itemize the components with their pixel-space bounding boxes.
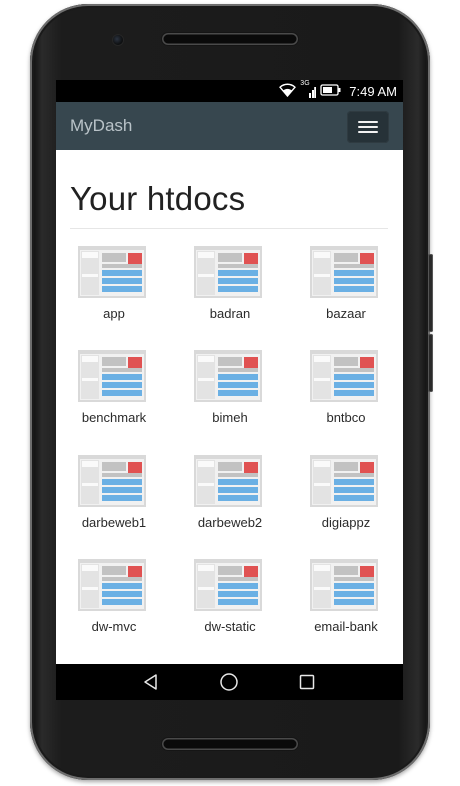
app-navbar: MyDash <box>56 102 403 150</box>
folder-label: email-bank <box>314 619 378 634</box>
folder-label: bimeh <box>212 410 248 425</box>
network-type-label: 3G <box>300 80 310 87</box>
folder-label: badran <box>209 306 251 321</box>
webpage-thumbnail-icon <box>310 559 378 611</box>
folder-tile[interactable]: email-bank <box>288 559 403 649</box>
folder-label: digiappz <box>321 515 371 530</box>
folder-tile[interactable]: benchmark <box>56 350 172 440</box>
bottom-speaker <box>162 738 298 750</box>
status-time: 7:49 AM <box>349 83 397 99</box>
webpage-thumbnail-icon <box>78 350 146 402</box>
hamburger-line <box>358 131 378 133</box>
wifi-icon <box>279 83 297 100</box>
folder-tile[interactable]: bazaar <box>288 246 403 336</box>
folder-tile[interactable]: digiappz <box>288 455 403 545</box>
folder-tile[interactable]: dw-mvc <box>56 559 172 649</box>
folder-tile[interactable]: darbeweb1 <box>56 455 172 545</box>
folder-tile[interactable]: darbeweb2 <box>172 455 288 545</box>
folder-label: dw-static <box>204 619 256 634</box>
recent-apps-icon[interactable] <box>296 671 318 693</box>
webpage-thumbnail-icon <box>78 246 146 298</box>
page-title: Your htdocs <box>70 180 246 217</box>
folder-label: bazaar <box>326 306 366 321</box>
webpage-thumbnail-icon <box>310 350 378 402</box>
battery-icon <box>320 83 342 99</box>
folder-label: dw-mvc <box>91 619 137 634</box>
cell-signal-icon: 3G <box>300 80 317 99</box>
folder-tile[interactable]: app <box>56 246 172 336</box>
back-icon[interactable] <box>140 671 162 693</box>
volume-button <box>428 254 433 332</box>
webpage-thumbnail-icon <box>310 455 378 507</box>
folder-tile[interactable]: bntbco <box>288 350 403 440</box>
folder-tile[interactable]: bimeh <box>172 350 288 440</box>
earpiece-speaker <box>162 33 298 45</box>
webpage-thumbnail-icon <box>194 350 262 402</box>
system-navigation-bar <box>56 664 403 700</box>
folder-label: darbeweb1 <box>81 515 147 530</box>
power-button <box>428 334 433 392</box>
folder-label: darbeweb2 <box>197 515 263 530</box>
webpage-thumbnail-icon <box>78 559 146 611</box>
webpage-thumbnail-icon <box>310 246 378 298</box>
folder-tile[interactable]: badran <box>172 246 288 336</box>
webpage-thumbnail-icon <box>78 455 146 507</box>
menu-toggle-button[interactable] <box>347 111 389 143</box>
folder-label: bntbco <box>326 410 366 425</box>
front-camera <box>113 35 123 45</box>
folder-label: app <box>103 306 125 321</box>
title-divider <box>70 228 388 229</box>
home-icon[interactable] <box>218 671 240 693</box>
hamburger-menu-icon <box>358 121 378 123</box>
folder-tile[interactable]: dw-static <box>172 559 288 649</box>
webpage-thumbnail-icon <box>194 559 262 611</box>
screen: 3G 7:49 AM MyDash <box>56 80 403 700</box>
webpage-thumbnail-icon <box>194 246 262 298</box>
folder-label: benchmark <box>81 410 147 425</box>
main-content: Your htdocs app badran bazaar benchmark bime… <box>56 150 403 664</box>
brand-title[interactable]: MyDash <box>70 116 133 135</box>
status-bar: 3G 7:49 AM <box>56 80 403 102</box>
hamburger-line <box>358 126 378 128</box>
webpage-thumbnail-icon <box>194 455 262 507</box>
